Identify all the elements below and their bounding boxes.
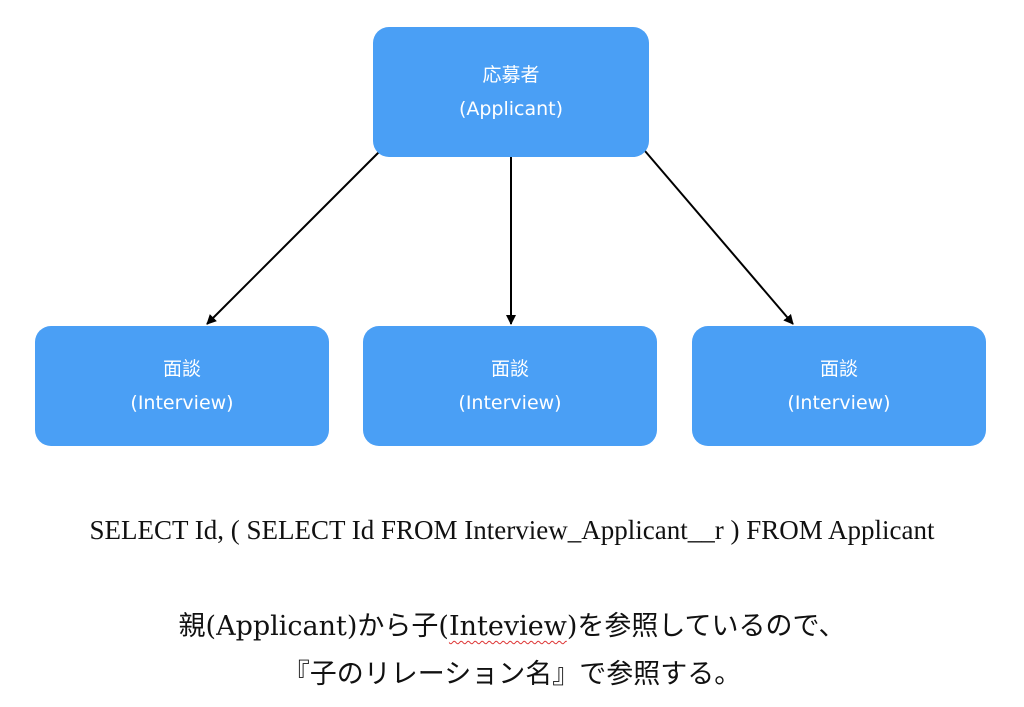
- interview-node-name-ja: 面談: [490, 358, 529, 380]
- interview-node-2: 面談 (Interview): [363, 326, 657, 446]
- applicant-node: 応募者 (Applicant): [373, 27, 649, 157]
- soql-query-text: SELECT Id, ( SELECT Id FROM Interview_Ap…: [89, 515, 935, 545]
- interview-node-name-en: (Interview): [130, 392, 234, 414]
- interview-node-name-en: (Interview): [787, 392, 891, 414]
- arrow-to-interview-1: [206, 150, 381, 325]
- interview-node-name-ja: 面談: [819, 358, 858, 380]
- explanation-line-1-prefix: 親(Applicant)から子(: [178, 611, 449, 642]
- arrow-to-interview-3: [644, 150, 794, 325]
- applicant-node-name-ja: 応募者: [482, 64, 540, 86]
- spellcheck-flagged-word: Inteview: [448, 611, 567, 642]
- explanation-line-1: 親(Applicant)から子(Inteview)を参照しているので、: [0, 604, 1024, 643]
- interview-node-3: 面談 (Interview): [692, 326, 986, 446]
- interview-node-name-ja: 面談: [162, 358, 201, 380]
- interview-node-name-en: (Interview): [458, 392, 562, 414]
- explanation-line-2: 『子のリレーション名』で参照する。: [282, 659, 742, 690]
- explanation-line-1-suffix: )を参照しているので、: [566, 611, 846, 642]
- applicant-node-name-en: (Applicant): [458, 98, 564, 120]
- interview-node-1: 面談 (Interview): [35, 326, 329, 446]
